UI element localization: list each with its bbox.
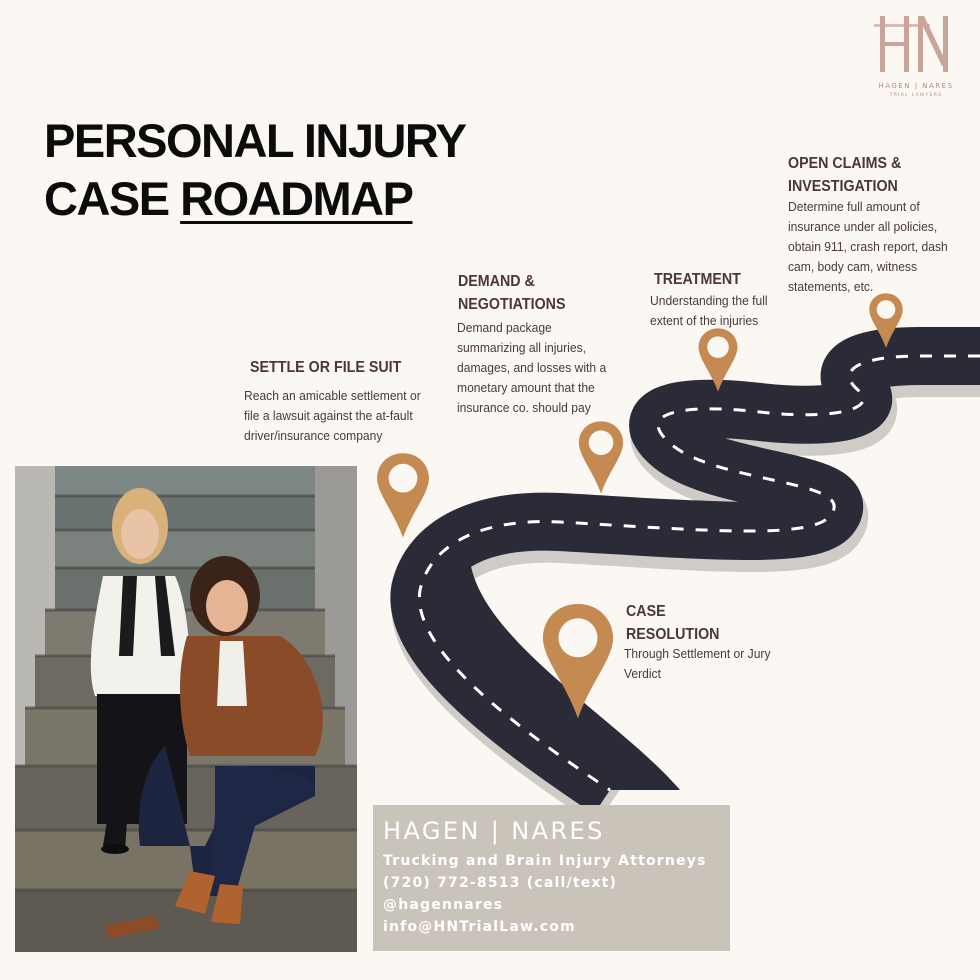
logo-firm-name: HAGEN | NARES bbox=[878, 82, 954, 90]
step-title-settle: SETTLE OR FILE SUIT bbox=[250, 359, 402, 376]
contact-handle[interactable]: @hagennares bbox=[383, 897, 504, 913]
step-title-open-claims: OPEN CLAIMS & INVESTIGATION bbox=[788, 155, 902, 195]
step-desc-resolution: Through Settlement or Jury Verdict bbox=[624, 646, 771, 681]
contact-phone[interactable]: (720) 772-8513 (call/text) bbox=[383, 875, 618, 891]
map-pin-icon-demand bbox=[578, 421, 624, 494]
step-desc-treatment: Understanding the full extent of the inj… bbox=[650, 293, 768, 328]
page-title-underlined: ROADMAP bbox=[180, 172, 414, 225]
step-desc-open-claims: Determine full amount of insurance under… bbox=[788, 199, 948, 294]
step-title-resolution: CASE RESOLUTION bbox=[626, 603, 720, 643]
contact-specialty: Trucking and Brain Injury Attorneys bbox=[383, 853, 707, 869]
page-title-prefix: CASE bbox=[44, 172, 181, 225]
page-title-line2: CASE ROADMAP bbox=[44, 171, 414, 227]
hn-logo-monogram bbox=[874, 16, 948, 72]
step-title-demand: DEMAND & NEGOTIATIONS bbox=[458, 273, 566, 313]
step-title-treatment: TREATMENT bbox=[654, 271, 741, 288]
map-pin-icon-settle bbox=[377, 453, 429, 538]
step-desc-demand: Demand package summarizing all injuries,… bbox=[457, 320, 607, 415]
contact-firm-name: HAGEN | NARES bbox=[383, 817, 605, 845]
step-desc-settle: Reach an amicable settlement or file a l… bbox=[244, 388, 421, 443]
contact-card: HAGEN | NARES Trucking and Brain Injury … bbox=[373, 805, 730, 951]
logo-tagline: TRIAL LAWYERS bbox=[889, 93, 943, 98]
page-title-line1: PERSONAL INJURY bbox=[44, 114, 467, 167]
contact-email[interactable]: info@HNTrialLaw.com bbox=[383, 919, 576, 935]
attorneys-photo bbox=[15, 466, 357, 952]
